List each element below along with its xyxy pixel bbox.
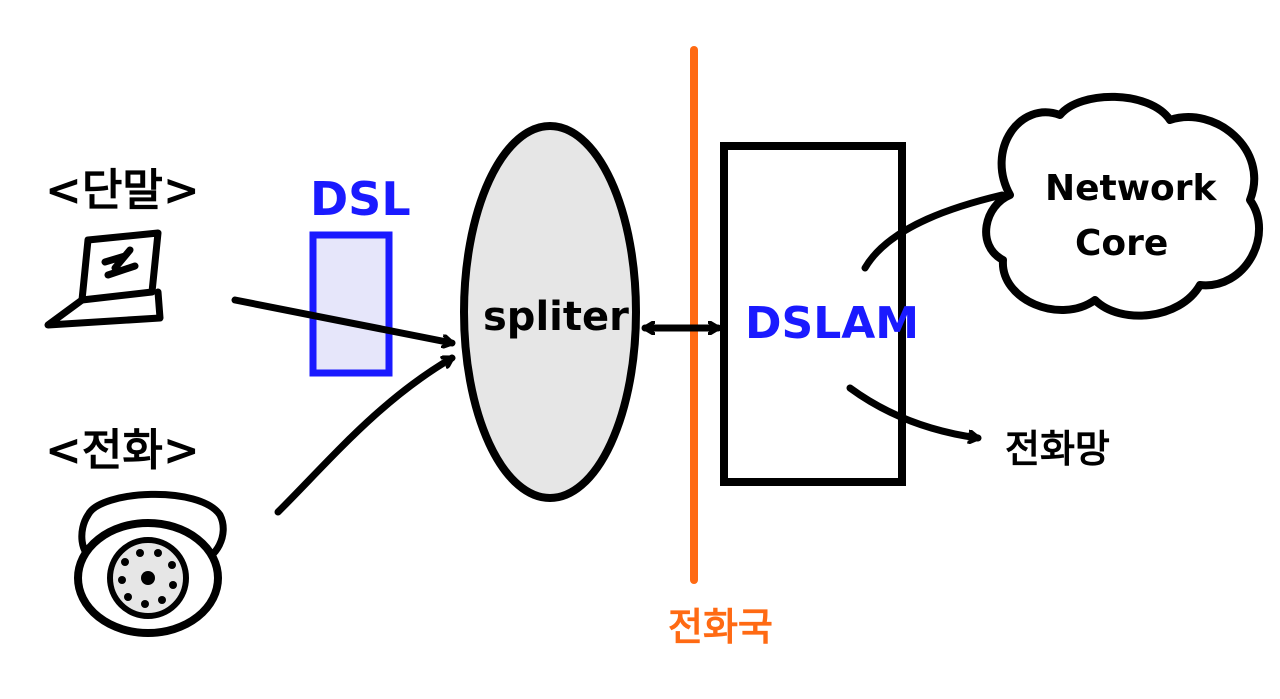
dsl-box [309,231,393,377]
network-core-label-line2: Core [1075,223,1168,264]
dsl-label: DSL [310,172,411,226]
dslam-label: DSLAM [745,298,919,349]
phone-label: <전화> [45,425,200,476]
central-office-label: 전화국 [668,605,773,649]
phone-network-label: 전화망 [1005,427,1110,471]
terminal-to-splitter-arrow [231,296,456,343]
phone-to-splitter-arrow [274,354,456,516]
network-core-cloud [982,92,1264,320]
laptop-icon [44,229,164,329]
splitter-label: spliter [483,294,629,340]
network-core-label-line1: Network [1045,168,1217,209]
dslam-to-network-core-line [861,191,1006,272]
dslam-to-phone-network-arrow [846,384,982,438]
splitter-ellipse [460,122,640,502]
rotary-phone-icon [74,490,227,637]
terminal-label: <단말> [45,165,200,216]
dslam-box [720,142,906,486]
